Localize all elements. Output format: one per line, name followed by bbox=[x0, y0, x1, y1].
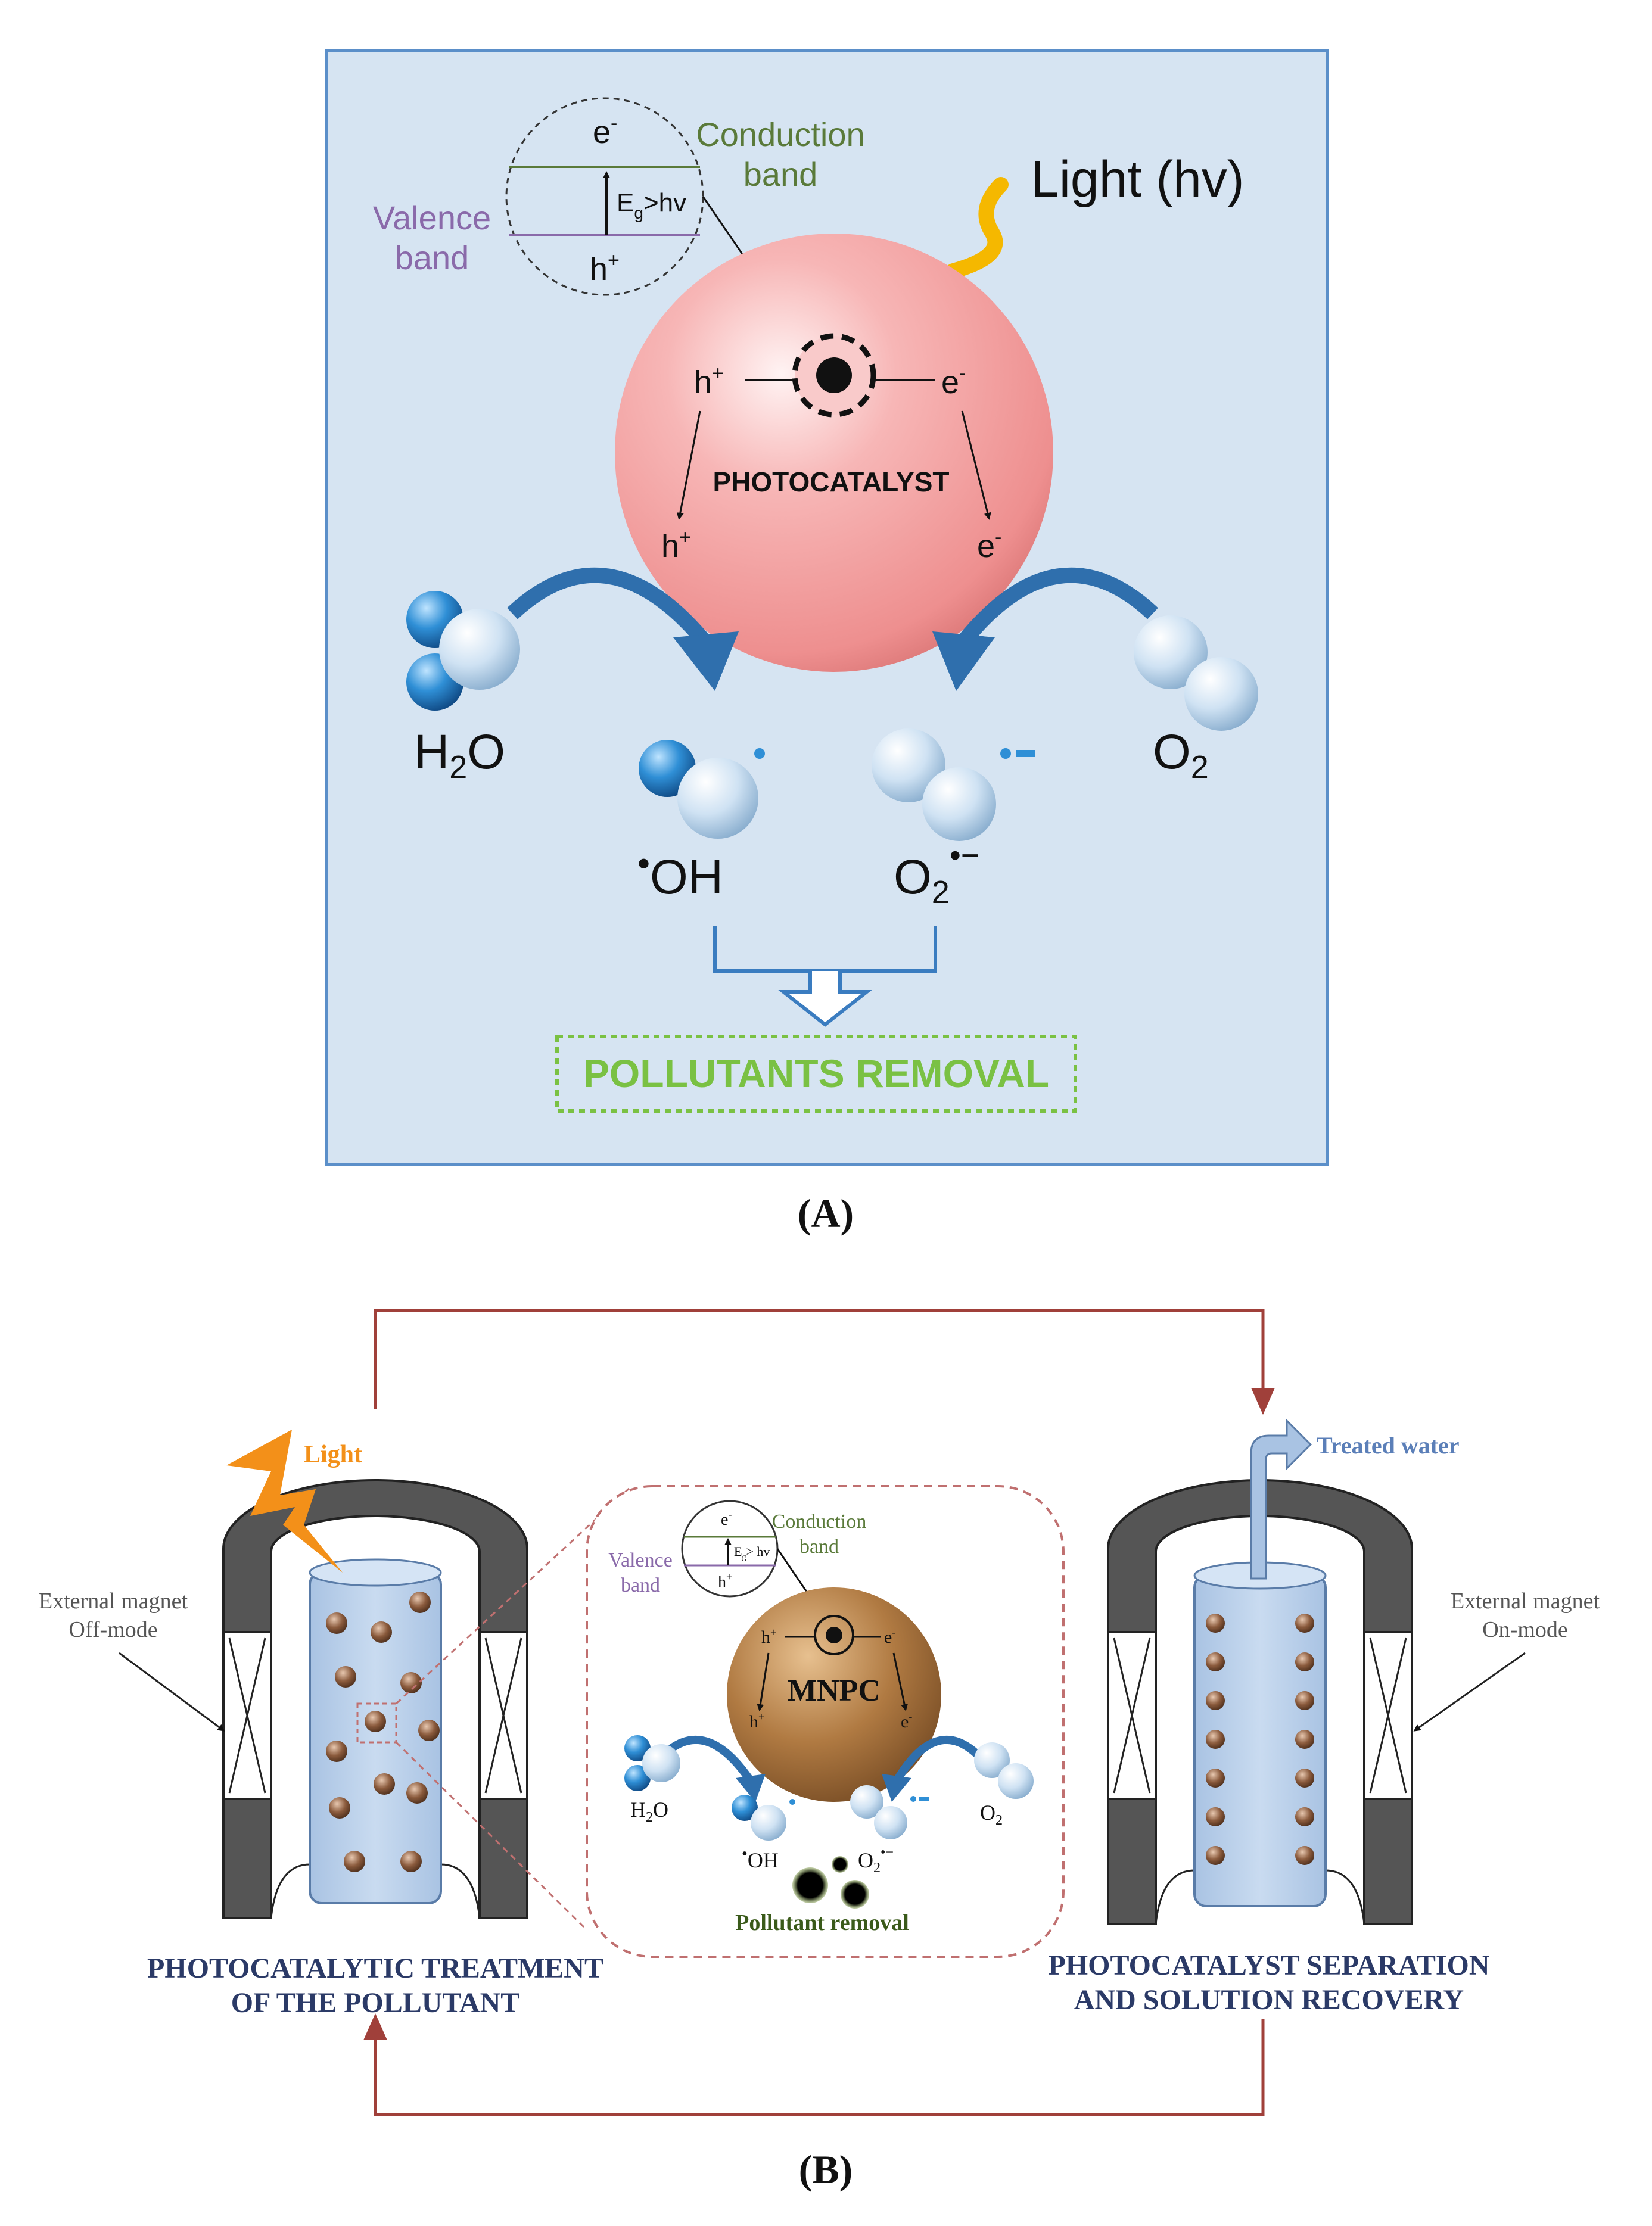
svg-text:h+: h+ bbox=[718, 1571, 732, 1592]
left-dispersed-particles bbox=[326, 1592, 440, 1872]
magnet-on-pointer bbox=[1413, 1652, 1526, 1732]
inset-o2-label: O2 bbox=[980, 1801, 1003, 1828]
excitation-site-core bbox=[816, 357, 852, 393]
light-label: Light (hv) bbox=[1031, 151, 1245, 208]
inset-valence-label: Valence bbox=[608, 1549, 673, 1571]
hydroxyl-radical-label: •OH bbox=[637, 843, 723, 904]
mnpc-hole-top: h+ bbox=[761, 1626, 776, 1647]
panel-a: e- h+ Eg>hv Conduction band Valence band… bbox=[325, 49, 1329, 1166]
treated-water-outlet-arrow bbox=[1250, 1418, 1312, 1580]
superoxide-molecule bbox=[872, 728, 1035, 841]
electron-bottom: e- bbox=[977, 526, 1001, 564]
inset-oxidation-arrow bbox=[661, 1736, 754, 1783]
zoom-line-bottom bbox=[395, 1741, 588, 1931]
panel-b-label: (B) bbox=[799, 2147, 853, 2192]
reduction-curve-arrow bbox=[956, 567, 1158, 649]
inset-conduction-label: Conduction bbox=[772, 1511, 867, 1533]
inset-h2o-label: H2O bbox=[630, 1798, 668, 1825]
photocatalyst-sphere bbox=[615, 234, 1053, 672]
lightning-bolt-icon bbox=[226, 1430, 343, 1573]
right-reactor bbox=[1107, 1479, 1413, 1925]
left-caption: PHOTOCATALYTIC TREATMENT bbox=[147, 1953, 603, 1984]
h2o-label: H2O bbox=[414, 725, 505, 785]
inset-hydroxyl-molecule bbox=[732, 1795, 795, 1841]
oxidation-arrowhead bbox=[673, 631, 739, 691]
electron-migration-arrow bbox=[961, 410, 991, 520]
band-hole: h+ bbox=[590, 249, 620, 287]
conduction-band-label: Conduction bbox=[696, 116, 864, 153]
mnpc-electron-top: e- bbox=[884, 1626, 895, 1647]
cycle-arrow-bottom bbox=[363, 2013, 1265, 2116]
cycle-arrow-top bbox=[374, 1309, 1275, 1415]
panel-a-label: (A) bbox=[798, 1191, 854, 1236]
hole-bottom: h+ bbox=[661, 526, 691, 564]
magnet-on-label-2: On-mode bbox=[1482, 1617, 1568, 1642]
hole-top: h+ bbox=[694, 362, 724, 400]
light-label-b: Light bbox=[304, 1441, 362, 1468]
oxidation-curve-arrow bbox=[507, 567, 713, 649]
mnpc-sphere bbox=[727, 1587, 941, 1802]
svg-text:e-: e- bbox=[721, 1508, 732, 1529]
o2-molecule bbox=[1134, 615, 1258, 731]
magnet-off-pointer bbox=[119, 1652, 225, 1732]
valence-band-label-2: band bbox=[395, 239, 469, 276]
h2o-molecule bbox=[406, 591, 520, 711]
conduction-band-label-2: band bbox=[743, 155, 818, 193]
superoxide-label: O2•− bbox=[894, 838, 979, 910]
reduction-arrowhead bbox=[932, 631, 995, 691]
hydroxyl-radical-molecule bbox=[639, 740, 765, 839]
inset-o2-molecule bbox=[974, 1742, 1034, 1799]
inset-reduction-arrow bbox=[892, 1736, 980, 1783]
right-separated-particles bbox=[1206, 1614, 1314, 1865]
pollutants-removal-box bbox=[555, 1035, 1077, 1113]
band-electron: e- bbox=[593, 112, 617, 150]
valence-band-label: Valence bbox=[373, 199, 491, 236]
inset-superoxide-label: O2•− bbox=[858, 1845, 894, 1876]
electron-top: e- bbox=[941, 362, 966, 400]
mnpc-label: MNPC bbox=[788, 1674, 881, 1708]
pollutant-removal-label: Pollutant removal bbox=[735, 1910, 909, 1935]
panel-b: Light External magnet Off-mode e- h+ Eg>… bbox=[39, 1309, 1600, 2116]
mnpc-site-core bbox=[826, 1627, 842, 1643]
mnpc-hole-bottom: h+ bbox=[749, 1711, 764, 1732]
pollutant-particles bbox=[792, 1856, 869, 1909]
zoom-selection-box bbox=[356, 1702, 397, 1744]
right-caption: PHOTOCATALYST SEPARATION bbox=[1048, 1950, 1489, 1981]
treated-water-label: Treated water bbox=[1317, 1432, 1460, 1459]
removal-hollow-arrow bbox=[778, 971, 872, 1027]
o2-label: O2 bbox=[1153, 725, 1209, 785]
left-reactor bbox=[222, 1479, 528, 1919]
svg-text:Eg> hv: Eg> hv bbox=[734, 1544, 770, 1562]
hole-migration-arrow bbox=[676, 410, 701, 520]
magnet-on-label: External magnet bbox=[1451, 1589, 1600, 1614]
magnet-off-label-2: Off-mode bbox=[69, 1617, 157, 1642]
inset-hydroxyl-label: •OH bbox=[742, 1845, 779, 1872]
inset-band-diagram: e- h+ Eg> hv bbox=[681, 1500, 835, 1633]
right-caption-2: AND SOLUTION RECOVERY bbox=[1074, 1984, 1464, 2016]
mnpc-electron-bottom: e- bbox=[901, 1711, 912, 1732]
photocatalyst-label: PHOTOCATALYST bbox=[713, 466, 950, 497]
band-gap-label: Eg>hv bbox=[617, 188, 686, 222]
inset-valence-label-2: band bbox=[621, 1574, 660, 1596]
left-caption-2: OF THE POLLUTANT bbox=[231, 1987, 520, 2019]
pollutants-removal-label: POLLUTANTS REMOVAL bbox=[583, 1051, 1049, 1095]
mnpc-site-ring bbox=[814, 1615, 854, 1655]
inset-superoxide-molecule bbox=[850, 1785, 929, 1839]
inset-h2o-molecule bbox=[624, 1735, 680, 1791]
inset-conduction-label-2: band bbox=[799, 1536, 839, 1558]
magnet-off-label: External magnet bbox=[39, 1589, 188, 1614]
